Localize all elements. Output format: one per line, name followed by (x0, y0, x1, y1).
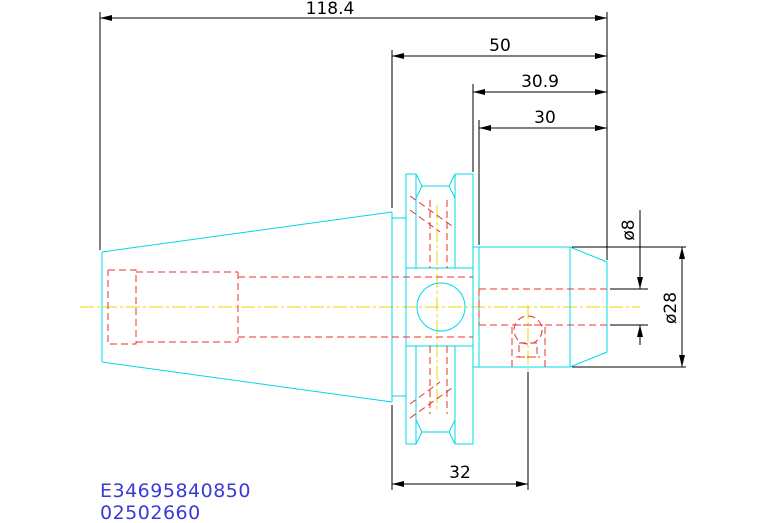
code-label: 02502660 (100, 502, 201, 523)
dim-bore-diameter: ø8 (619, 219, 639, 240)
centerline (80, 205, 640, 410)
dim-shank-inner: 30 (534, 108, 556, 128)
taper-shank (101, 211, 406, 403)
flange (405, 173, 474, 445)
dimension-lines (99, 12, 686, 490)
part-number-label: E34695840850 (100, 480, 251, 502)
dim-body-diameter: ø28 (661, 292, 681, 324)
hidden-lines (107, 195, 607, 419)
dim-overall-length: 118.4 (306, 0, 355, 19)
dim-shank-outer: 30.9 (521, 72, 559, 92)
dim-flange-to-end: 50 (489, 36, 511, 56)
dim-flange-offset: 32 (449, 463, 471, 483)
